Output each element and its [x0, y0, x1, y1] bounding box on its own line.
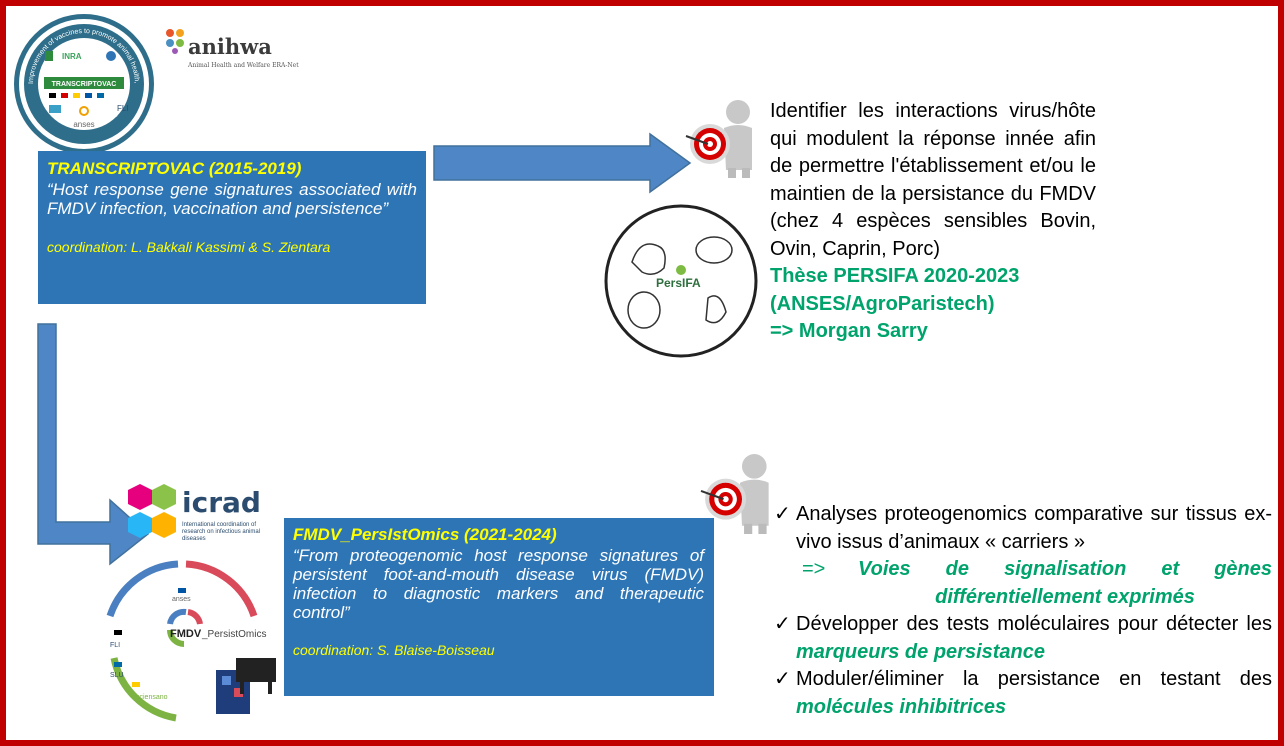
thesis-line-3: => Morgan Sarry — [770, 320, 928, 342]
objective-2-item-1-result: Voies de signalisation et gènes différen… — [858, 558, 1272, 608]
thesis-line-1: Thèse PERSIFA 2020-2023 — [770, 265, 1020, 287]
icrad-logo: icrad International coordination of rese… — [124, 482, 284, 552]
objective-2-item-3-text: Moduler/éliminer la persistance en testa… — [796, 668, 1272, 690]
objective-2-list: ✓ Analyses proteogenomics comparative su… — [774, 501, 1272, 721]
bent-arrow-icon — [37, 323, 150, 566]
check-icon-2: ✓ — [774, 613, 791, 635]
anihwa-logo: anihwa Animal Health and Welfare ERA-Net — [164, 28, 304, 69]
check-icon: ✓ — [774, 503, 791, 525]
check-icon-3: ✓ — [774, 668, 791, 690]
thesis-line-2: (ANSES/AgroParistech) — [770, 292, 995, 315]
objective-1: Identifier les interactions virus/hôte q… — [770, 98, 1096, 346]
transcriptovac-coordination: coordination: L. Bakkali Kassimi & S. Zi… — [47, 239, 331, 255]
transcriptovac-seal-logo: Improvement of vaccines to promote anima… — [14, 14, 154, 154]
anihwa-dots-icon — [166, 29, 184, 54]
seal-fli: FLI — [117, 104, 129, 113]
anihwa-name: anihwa — [188, 34, 272, 59]
objective-2-item-2-highlight: marqueurs de persistance — [796, 640, 1045, 663]
objective-2-item-3-highlight: molécules inhibitrices — [796, 695, 1007, 718]
persifa-label: PersIFA — [656, 276, 701, 290]
persistomics-anses: anses — [172, 596, 191, 603]
objective-1-text: Identifier les interactions virus/hôte q… — [770, 100, 1096, 260]
icrad-tagline: International coordination of research o… — [182, 522, 261, 542]
persistomics-title: FMDV_PersIstOmics (2021-2024) — [293, 525, 557, 544]
persistomics-fmdv: FMDV — [170, 628, 202, 640]
persistomics-slu: SLU — [110, 672, 124, 679]
transcriptovac-description: “Host response gene signatures associate… — [47, 180, 417, 218]
icrad-hex-icon — [128, 484, 176, 538]
right-arrow-icon — [433, 132, 692, 194]
persistomics-name: _PersistOmics — [202, 629, 267, 640]
seal-anses: anses — [73, 120, 94, 129]
persistomics-fli: FLI — [110, 642, 121, 649]
persistomics-box: FMDV_PersIstOmics (2021-2024) “From prot… — [284, 518, 714, 696]
objective-2-item-2: ✓ Développer des tests moléculaires pour… — [774, 611, 1272, 666]
seal-banner: TRANSCRIPTOVAC — [52, 81, 117, 88]
objective-2-item-1-result-row: => Voies de signalisation et gènes diffé… — [774, 556, 1272, 611]
anihwa-tagline: Animal Health and Welfare ERA-Net — [188, 62, 299, 69]
objective-2-item-3: ✓ Moduler/éliminer la persistance en tes… — [774, 666, 1272, 721]
persifa-logo: PersIFA — [602, 202, 760, 360]
target-person-icon-2 — [700, 454, 769, 534]
seal-inra: INRA — [62, 52, 82, 61]
persistomics-coordination: coordination: S. Blaise-Boisseau — [293, 642, 495, 658]
icrad-name: icrad — [182, 486, 261, 519]
transcriptovac-box: TRANSCRIPTOVAC (2015-2019) “Host respons… — [38, 151, 426, 304]
transcriptovac-title: TRANSCRIPTOVAC (2015-2019) — [47, 159, 302, 178]
objective-2-item-1: ✓ Analyses proteogenomics comparative su… — [774, 501, 1272, 556]
persistomics-description: “From proteogenomic host response signat… — [293, 546, 704, 622]
target-person-icon — [685, 100, 752, 178]
persistomics-sciensano: sciensano — [136, 694, 168, 701]
objective-2-item-2-text: Développer des tests moléculaires pour d… — [796, 613, 1272, 635]
persistomics-logo: FMDV _PersistOmics anses FLI SLU sciensa… — [86, 558, 282, 724]
objective-2-item-1-text: Analyses proteogenomics comparative sur … — [796, 503, 1272, 553]
objective-2-arrow: => — [802, 558, 826, 580]
